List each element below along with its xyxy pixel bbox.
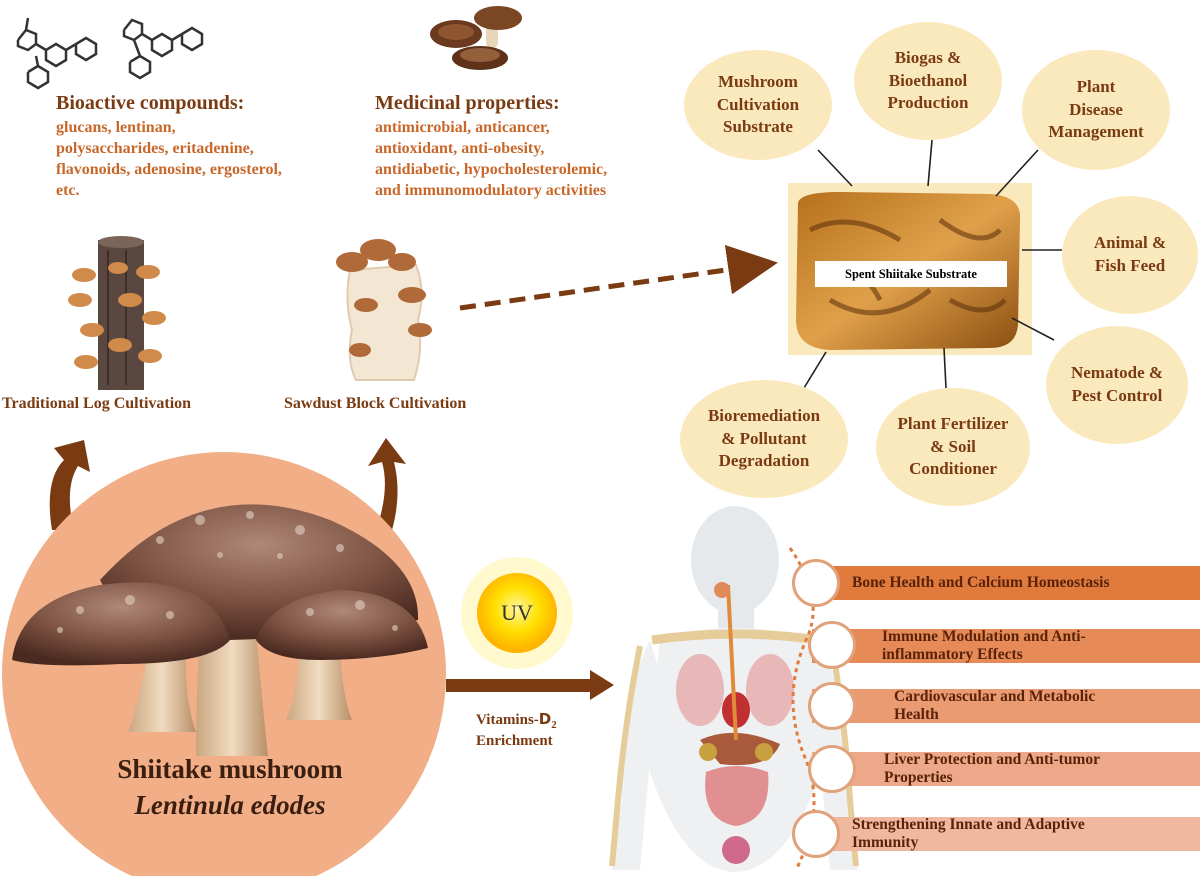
bioactive-block: Bioactive compounds: glucans, lentinan, …: [56, 92, 282, 201]
benefit-line: Liver Protection and Anti-tumor: [884, 751, 1100, 769]
bioactive-line: polysaccharides, eritadenine,: [56, 140, 254, 158]
benefit-bone-health: Bone Health and Calcium Homeostasis: [812, 566, 1200, 600]
enrichment-label: Vitamins-D2 Enrichment: [476, 710, 557, 752]
benefit-line: Cardiovascular and Metabolic: [894, 688, 1096, 706]
benefit-marker: [792, 559, 840, 607]
log-icon: [68, 236, 166, 390]
bioactive-line: flavonoids, adenosine, ergosterol,: [56, 161, 282, 179]
medicinal-line: antioxidant, anti-obesity,: [375, 140, 545, 158]
bubble-line: Fish Feed: [1094, 256, 1166, 275]
bubble-nematode-pest-control: Nematode & Pest Control: [1046, 326, 1188, 444]
benefit-line: Strengthening Innate and Adaptive: [852, 816, 1085, 834]
bubble-line: Nematode &: [1070, 363, 1164, 383]
bubble-line: Conditioner: [909, 459, 997, 479]
mushroom-name-block: Shiitake mushroom Lentinula edodes: [60, 752, 400, 823]
bubble-line: Plant Fertilizer: [897, 413, 1009, 433]
benefit-line: Immune Modulation and Anti-: [882, 628, 1086, 646]
sun-icon: [461, 557, 573, 669]
enrichment-d: D: [538, 710, 552, 728]
enrichment-text: Vitamins-: [476, 712, 539, 728]
bubble-line: Plant: [1076, 76, 1116, 96]
bubble-line: & Pollutant: [721, 428, 807, 448]
medicinal-line: antidiabetic, hypocholesterolemic,: [375, 161, 608, 179]
mushroom-common-name: Shiitake mushroom: [117, 754, 343, 784]
bubble-line: Production: [887, 93, 969, 113]
bioactive-line: etc.: [56, 182, 80, 200]
bioactive-title: Bioactive compounds:: [56, 92, 245, 114]
bubble-line: Substrate: [723, 117, 793, 137]
bubble-line: Biogas &: [894, 47, 962, 67]
bubble-animal-fish-feed: Animal & Fish Feed: [1062, 196, 1198, 314]
substrate-connectors: [803, 139, 1062, 389]
bubble-line: Animal &: [1093, 233, 1167, 253]
benefit-line: Immunity: [852, 834, 919, 851]
benefit-line: Health: [894, 706, 939, 723]
bubble-line: & Soil: [930, 436, 976, 456]
medicinal-line: antimicrobial, anticancer,: [375, 119, 550, 136]
log-cultivation-label: Traditional Log Cultivation: [2, 395, 192, 412]
bioactive-list: glucans, lentinan, polysaccharides, erit…: [56, 117, 282, 201]
medicinal-line: and immunomodulatory activities: [375, 182, 607, 200]
mushroom-caps-icon: [430, 6, 522, 70]
bubble-line: Bioethanol: [888, 70, 968, 90]
bubble-line: Management: [1048, 122, 1144, 142]
spent-substrate-label: Spent Shiitake Substrate: [815, 261, 1007, 287]
benefit-marker: [808, 745, 856, 793]
bubble-line: Mushroom: [718, 71, 798, 91]
benefit-marker: [808, 621, 856, 669]
sawdust-bag-icon: [336, 239, 432, 381]
bioactive-line: glucans, lentinan,: [56, 119, 176, 136]
benefit-line: Bone Health and Calcium Homeostasis: [852, 574, 1110, 592]
mushroom-latin-name: Lentinula edodes: [134, 789, 326, 820]
bubble-line: Pest Control: [1071, 386, 1163, 405]
medicinal-title: Medicinal properties:: [375, 92, 560, 114]
medicinal-list: antimicrobial, anticancer, antioxidant, …: [375, 117, 607, 201]
dashed-arrow: [459, 244, 778, 311]
enrichment-line1: Vitamins-D2: [476, 710, 557, 732]
uv-label: UV: [501, 600, 533, 625]
human-anatomy-icon: [609, 506, 859, 872]
benefit-line: inflammatory Effects: [882, 646, 1023, 663]
enrichment-arrow: [446, 670, 614, 700]
cultivation-arrows: [49, 438, 406, 530]
bubble-line: Bioremediation: [707, 405, 821, 425]
benefit-bars: [812, 566, 1200, 851]
shiitake-mushroom-illustration: [12, 504, 428, 756]
benefit-line: Properties: [884, 769, 953, 786]
bubble-line: Cultivation: [716, 94, 800, 114]
enrichment-subscript: 2: [551, 719, 557, 731]
bubble-line: Disease: [1069, 99, 1123, 119]
molecule-icon: [16, 17, 204, 90]
sawdust-cultivation-label: Sawdust Block Cultivation: [284, 395, 467, 412]
benefit-marker: [792, 810, 840, 858]
benefit-marker: [808, 682, 856, 730]
enrichment-line2: Enrichment: [476, 733, 553, 750]
bubble-line: Degradation: [718, 451, 810, 471]
medicinal-block: Medicinal properties: antimicrobial, ant…: [375, 92, 607, 201]
benefit-immune-modulation: Immune Modulation and Anti-inflammatory …: [812, 628, 1200, 663]
